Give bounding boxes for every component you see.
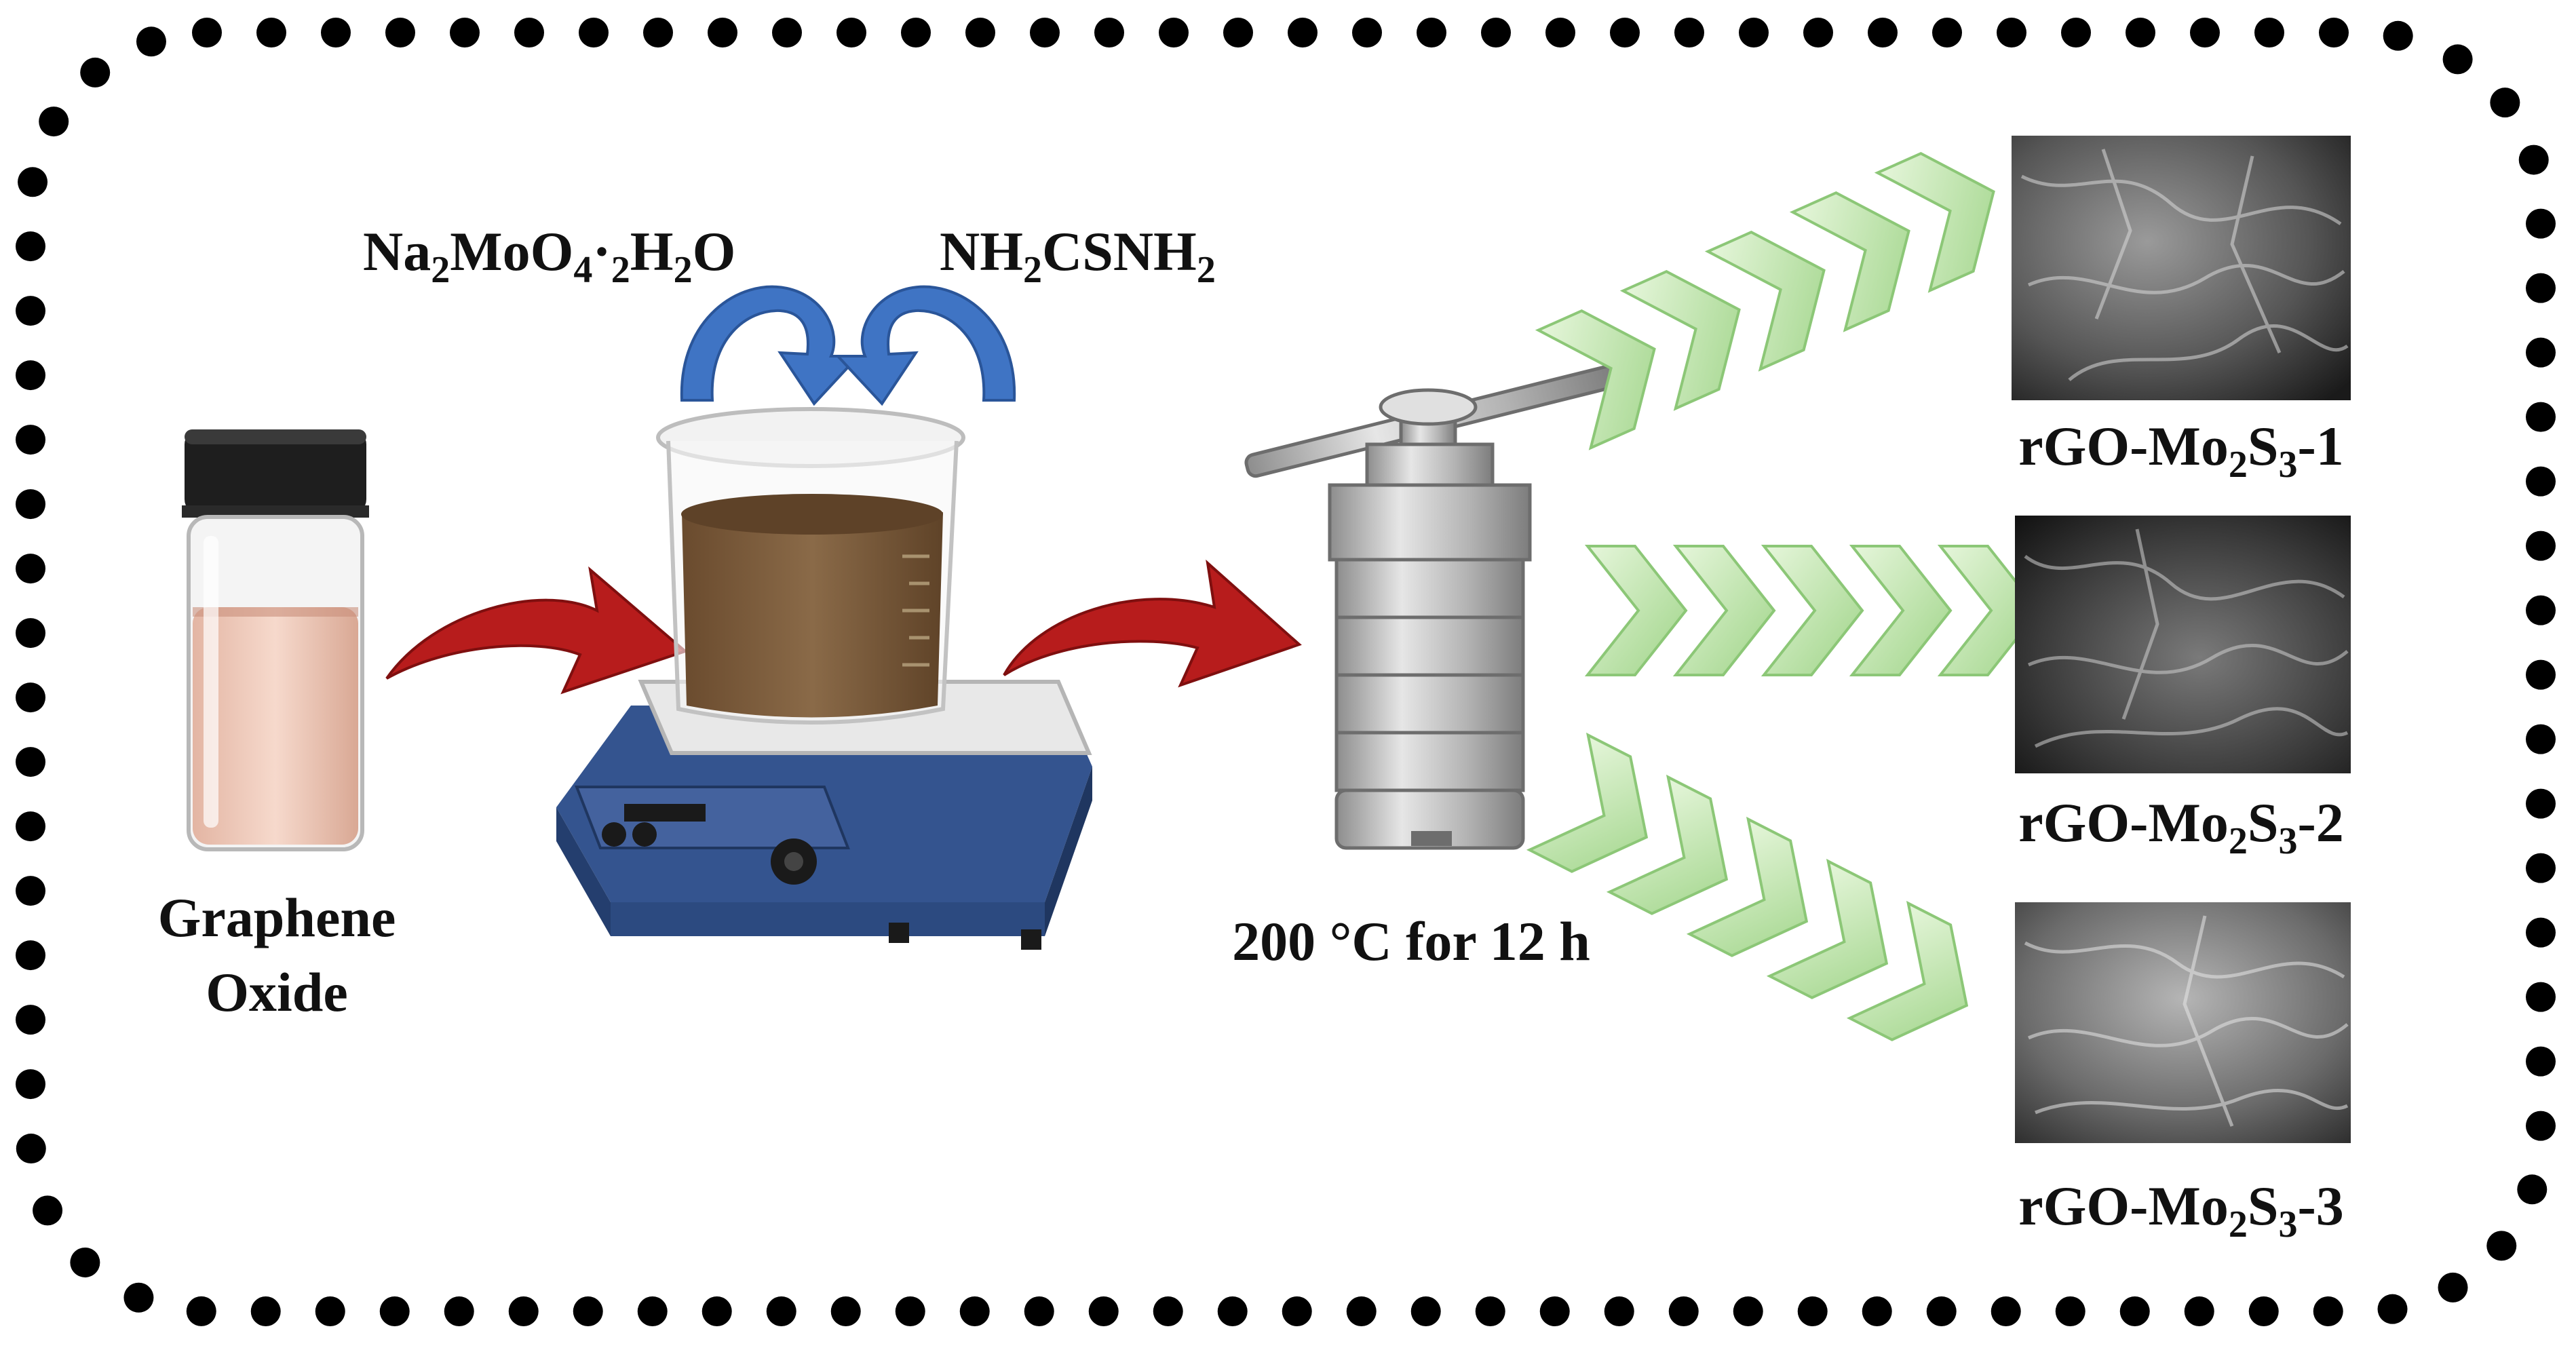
graphene-oxide-vial [182,429,369,851]
reagent-left-label: Na2MoO4·2H2O [363,220,735,291]
chevron-1-2 [1619,269,1741,411]
reagent-arrow-right [834,285,1016,406]
beaker [656,407,965,725]
chevron-1-4 [1789,191,1910,332]
chevron-3-2 [1606,774,1729,915]
chevron-2-4 [1849,545,1953,676]
dotted-border [16,18,2556,1326]
reagent-arrow-left [680,285,862,406]
flow-arrow-2 [1003,559,1302,688]
start-material-line2: Oxide [206,961,348,1023]
chevron-arrows [1526,151,2041,1041]
reaction-condition: 200 °C for 12 h [1232,910,1590,972]
hotplate-stirrer [556,680,1092,950]
autoclave [1244,364,1619,850]
chevron-2-3 [1761,545,1864,676]
chevron-3-1 [1526,732,1649,873]
chevron-2-2 [1672,545,1776,676]
product-label-3: rGO-Mo2S3-3 [2018,1175,2344,1246]
flow-arrow-1 [385,566,688,695]
chevron-1-3 [1704,230,1826,372]
chevron-1-1 [1535,309,1656,450]
chevron-3-4 [1766,858,1889,999]
sem-image-2 [2015,516,2351,773]
sem-image-3 [2015,902,2351,1143]
product-label-1: rGO-Mo2S3-1 [2018,415,2344,486]
start-material-line1: Graphene [158,887,396,948]
sem-image-1 [2012,136,2351,400]
chevron-1-5 [1874,151,1995,293]
reagent-right-label: NH2CSNH2 [940,220,1216,291]
chevron-3-5 [1846,900,1969,1041]
chevron-2-1 [1584,545,1688,676]
product-label-2: rGO-Mo2S3-2 [2018,792,2344,862]
chevron-3-3 [1686,816,1809,957]
